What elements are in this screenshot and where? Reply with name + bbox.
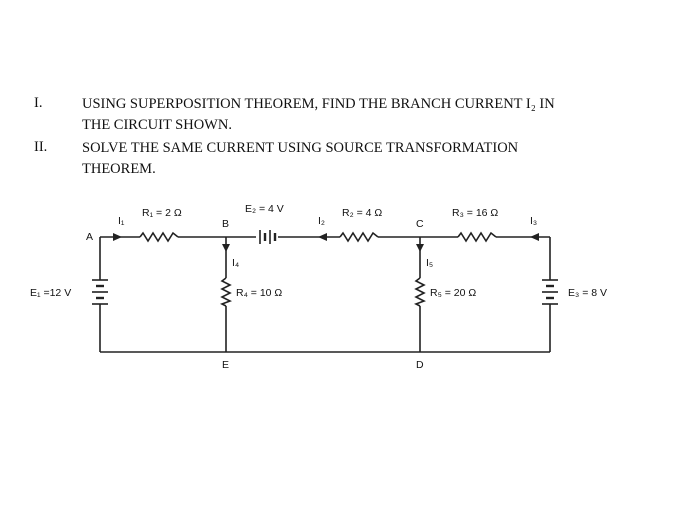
resistor-r2	[339, 231, 379, 243]
node-c-label: C	[416, 218, 424, 230]
question-1-line-2: THE CIRCUIT SHOWN.	[82, 117, 232, 133]
r1-label: R₁ = 2 Ω	[142, 207, 182, 219]
resistor-r4	[220, 277, 232, 307]
r2-label: R₂ = 4 Ω	[342, 207, 382, 219]
r4-label: R₄ = 10 Ω	[236, 287, 282, 299]
arrow-i4	[222, 244, 230, 252]
current-i5-label: I₅	[426, 257, 433, 269]
resistor-r1	[139, 231, 179, 243]
question-2-line-2: THEOREM.	[82, 161, 156, 177]
current-i1-label: I₁	[118, 215, 125, 227]
e3-label: E₃ = 8 V	[568, 287, 607, 299]
current-i4-label: I₄	[232, 257, 239, 269]
r3-label: R₃ = 16 Ω	[452, 207, 498, 219]
resistor-r5	[414, 277, 426, 307]
node-a-label: A	[86, 231, 93, 243]
node-b-label: B	[222, 218, 229, 230]
battery-e3	[542, 279, 558, 305]
node-d-label: D	[416, 359, 424, 371]
question-1-line-1: USING SUPERPOSITION THEOREM, FIND THE BR…	[82, 96, 555, 112]
arrow-i1	[113, 233, 122, 241]
arrow-i3	[530, 233, 539, 241]
arrow-i2	[318, 233, 327, 241]
question-2-line-1: SOLVE THE SAME CURRENT USING SOURCE TRAN…	[82, 140, 519, 156]
question-1-number: I.	[34, 95, 43, 111]
arrow-i5	[416, 244, 424, 252]
battery-e1	[92, 279, 108, 305]
resistor-r3	[457, 231, 497, 243]
e1-label: E₁ =12 V	[30, 287, 71, 299]
current-i2-label: I₂	[318, 215, 325, 227]
current-i3-label: I₃	[530, 215, 537, 227]
e2-label: E₂ = 4 V	[245, 203, 284, 215]
node-e-label: E	[222, 359, 229, 371]
r5-label: R₅ = 20 Ω	[430, 287, 476, 299]
question-2-number: II.	[34, 139, 48, 155]
battery-e2	[259, 230, 277, 244]
